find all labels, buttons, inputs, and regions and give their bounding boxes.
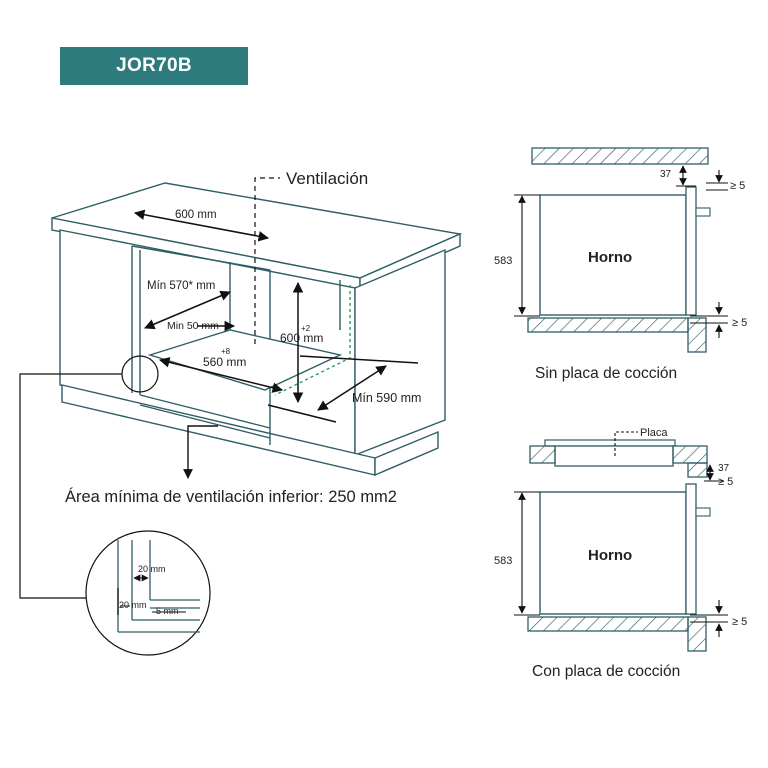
oven-box (539, 194, 687, 316)
bottom-shelf (527, 317, 689, 333)
width-top-label: 600 mm (175, 209, 217, 221)
gap-bottom-label: ≥ 5 (732, 616, 747, 628)
top-shelf-left (529, 445, 556, 464)
dimension-labels: 600 mm Mín 570* mm Min 50 mm +2 600 mm +… (147, 209, 421, 405)
cabinet-3d (51, 182, 463, 477)
oven-box (539, 491, 687, 615)
gap-top-label: ≥ 5 (730, 180, 745, 192)
detail-magnified (117, 540, 200, 633)
detail-dim-b: 20 mm (119, 600, 147, 610)
caption: Sin placa de cocción (535, 365, 677, 382)
oven-label: Horno (588, 249, 632, 266)
detail-dim-a: 20 mm (138, 564, 166, 574)
width-inner-tol-label: +8 (221, 347, 231, 356)
plate-top-lip (544, 439, 676, 447)
height-tol-label: +2 (301, 324, 311, 333)
oven-door (685, 186, 697, 316)
front-post (687, 616, 707, 652)
bottom-vent-pointer (183, 425, 218, 479)
door-handle (695, 207, 711, 217)
min-gap-label: Min 50 mm (167, 320, 219, 332)
height-label: 583 (494, 555, 512, 567)
detail-arrows (120, 574, 186, 613)
side-view-without-plate: Horno 583 37 ≥ 5 ≥ 5 Sin placa de cocció… (494, 147, 747, 382)
oven-door (685, 483, 697, 615)
front-post (687, 317, 707, 353)
gap-bottom-label: ≥ 5 (732, 317, 747, 329)
gap-top-label: ≥ 5 (718, 476, 733, 488)
bottom-shelf (527, 616, 689, 632)
min-cabinet-depth-label: Mín 590 mm (352, 391, 421, 405)
plate-label: Placa (640, 427, 668, 439)
bottom-area-note: Área mínima de ventilación inferior: 250… (65, 487, 397, 506)
top-gap-label: 37 (718, 463, 730, 474)
height-label: 583 (494, 255, 512, 267)
ventilation-indicator: Ventilación (254, 169, 368, 344)
height-label: 600 mm (280, 331, 323, 345)
detail-callout (19, 355, 211, 656)
model-badge: JOR70B (60, 47, 248, 85)
detail-labels: 20 mm 20 mm 5 mm (119, 564, 179, 616)
top-shelf (531, 147, 709, 165)
model-title: JOR70B (116, 55, 192, 76)
cooktop-plate (554, 445, 674, 467)
min-depth-label: Mín 570* mm (147, 280, 215, 292)
top-post (687, 462, 708, 478)
top-gap-label: 37 (660, 169, 672, 180)
side-view-with-plate: Placa Horno 583 37 ≥ 5 ≥ 5 Con placa de … (494, 427, 747, 680)
top-shelf-right (672, 445, 708, 464)
detail-dim-c: 5 mm (156, 606, 179, 616)
oven-label: Horno (588, 547, 632, 564)
door-handle (695, 507, 711, 517)
dimension-lines (133, 209, 419, 423)
plinth-side (374, 430, 439, 477)
caption: Con placa de cocción (532, 663, 680, 680)
ventilation-label: Ventilación (286, 169, 368, 188)
width-inner-label: 560 mm (203, 355, 246, 369)
